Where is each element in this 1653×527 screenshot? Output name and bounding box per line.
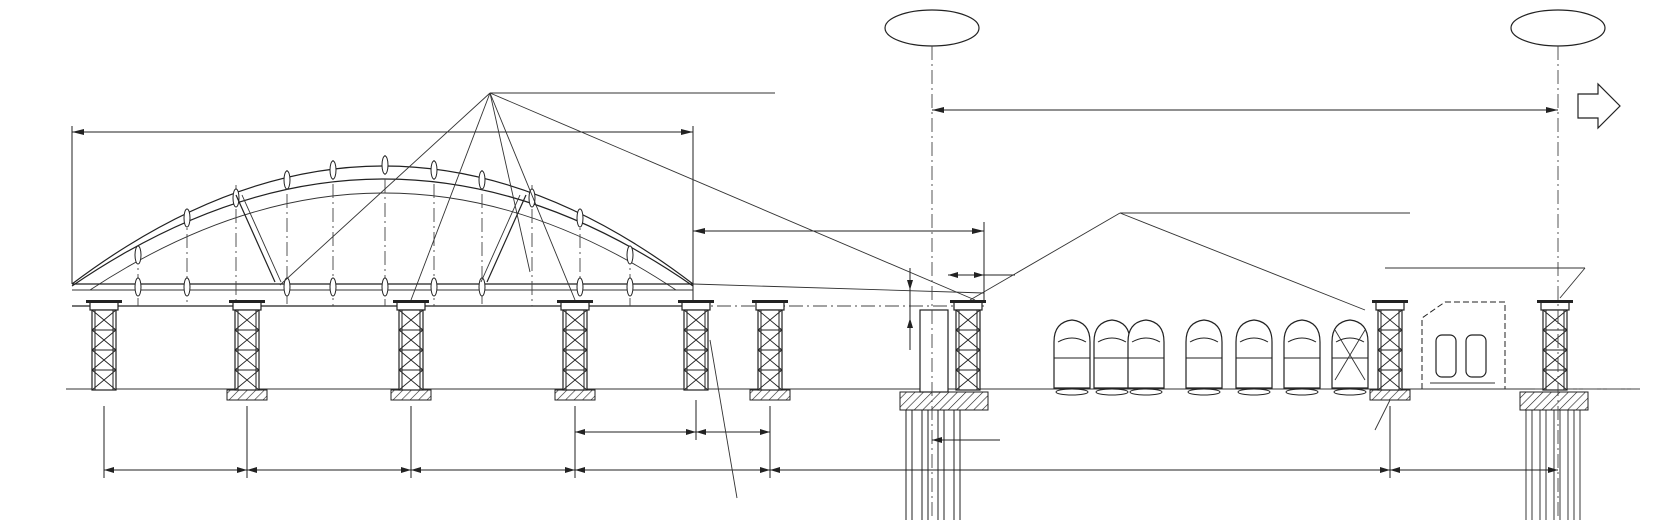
arch-rib — [71, 165, 694, 291]
support-tower — [1536, 299, 1574, 391]
pile-group — [899, 309, 989, 520]
leader-lines — [279, 92, 1586, 499]
support-tower — [392, 299, 430, 391]
transport-vehicles — [1053, 319, 1369, 396]
dimension-lines — [71, 107, 1558, 350]
arch-hangers — [134, 155, 634, 306]
direction-arrow-icon — [1577, 82, 1621, 130]
support-tower — [751, 299, 789, 391]
support-tower — [677, 299, 715, 391]
support-tower — [556, 299, 594, 391]
dimension-lines-bottom — [103, 400, 1558, 478]
support-tower — [85, 299, 123, 391]
temporary-struts — [235, 194, 527, 283]
deck-girder — [72, 283, 985, 307]
support-tower — [228, 299, 266, 391]
small-shelter — [1421, 301, 1506, 389]
support-tower — [1371, 299, 1409, 391]
pile-group — [1519, 391, 1589, 520]
grid-marker — [884, 9, 980, 520]
support-tower — [949, 299, 987, 391]
grid-marker — [1510, 9, 1606, 520]
